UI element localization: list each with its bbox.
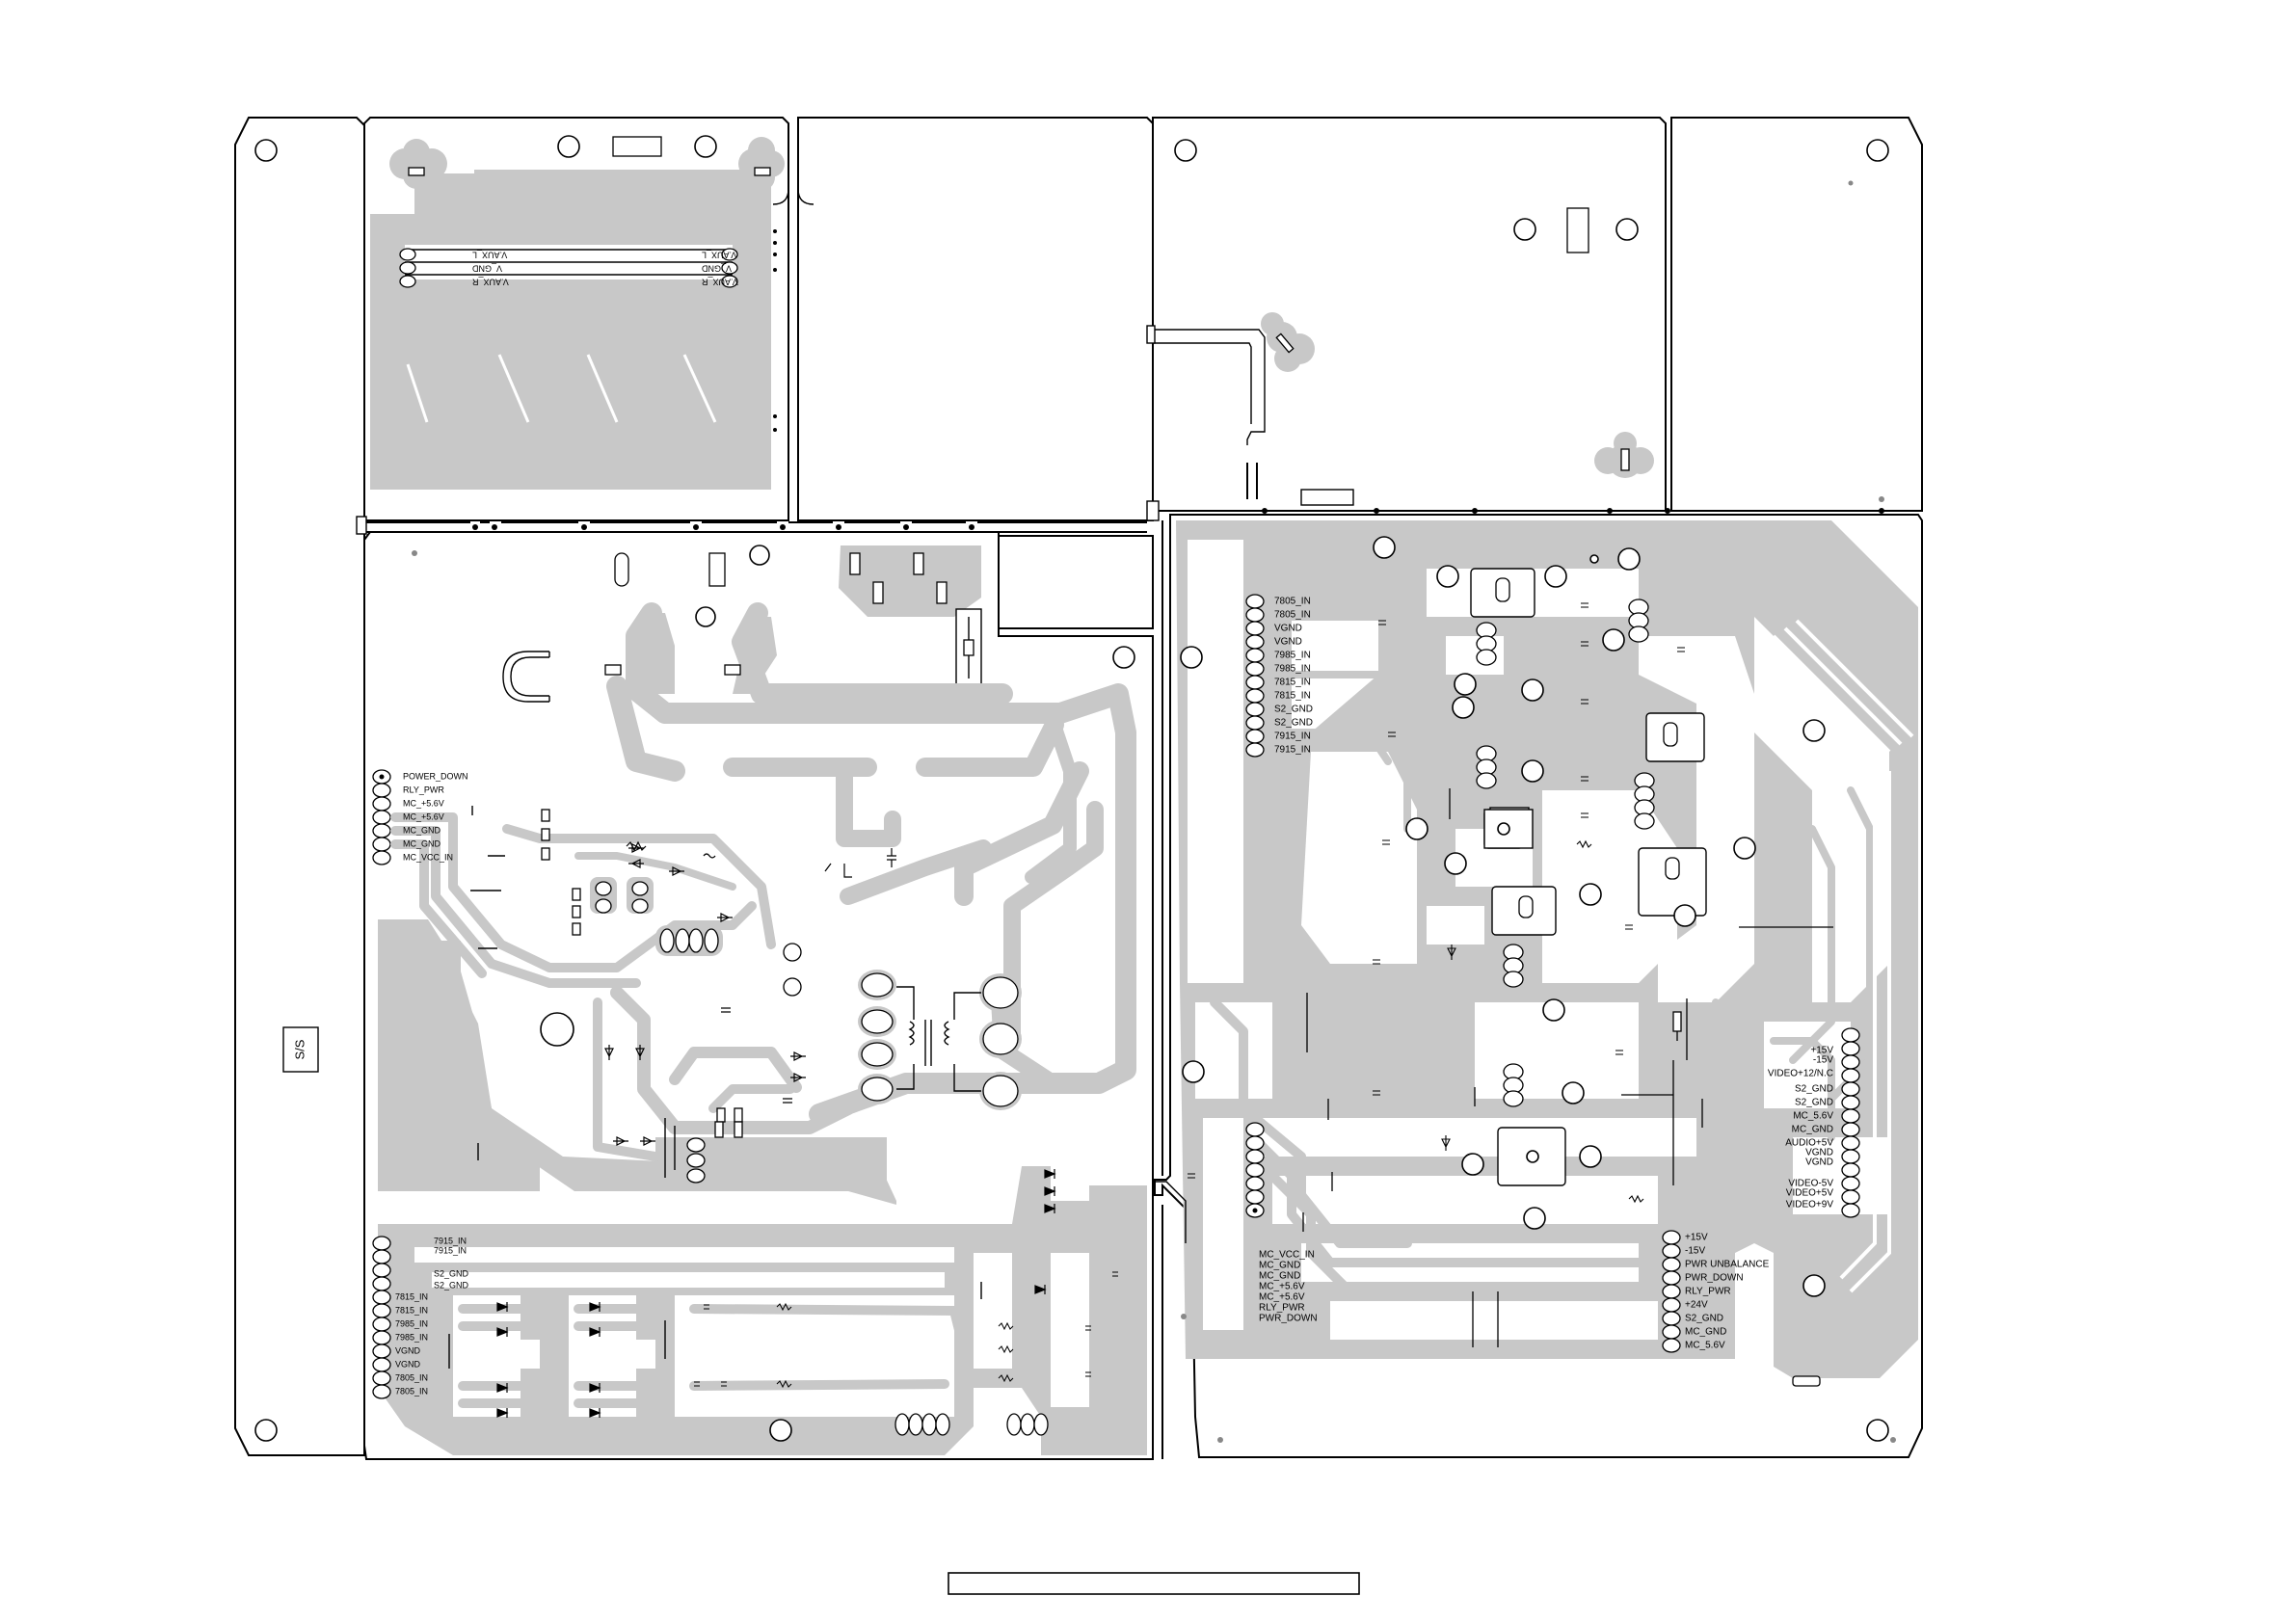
- pin-label: MC_GND: [1259, 1271, 1300, 1282]
- pin-label: 7805_IN: [395, 1386, 428, 1396]
- pin-label: 7985_IN: [1274, 651, 1311, 661]
- pin-label: MC_GND: [1685, 1327, 1726, 1338]
- pin-label: RLY_PWR: [1259, 1303, 1305, 1314]
- pin-label: 7805_IN: [395, 1372, 428, 1382]
- right-pwr-header-labels: +15V -15V PWR UNBALANCE PWR_DOWN RLY_PWR +24V…: [1685, 1233, 1770, 1351]
- pin-label: V.AUX_L: [472, 251, 507, 260]
- right-mc-header-labels: MC_VCC_INMC_GNDMC_GNDMC_+5.6VMC_+5.6VRLY…: [1259, 1250, 1318, 1324]
- pin-label: V.AUX_R: [701, 278, 737, 287]
- pin-label: S2_GND: [1795, 1098, 1833, 1108]
- pin-label: 7915_IN: [434, 1245, 467, 1255]
- left-power-header-pads: [372, 769, 391, 865]
- pin-label: VIDEO+9V: [1786, 1200, 1834, 1211]
- copper-lower-left: [372, 1166, 1147, 1455]
- pin-label: +15V: [1810, 1046, 1833, 1056]
- copper-aux-module: [254, 135, 1889, 490]
- pin-label: 7815_IN: [395, 1305, 428, 1315]
- pin-label: S2_GND: [434, 1280, 469, 1290]
- pin-label: 7915_IN: [1274, 732, 1311, 742]
- pin-label: MC_GND: [1792, 1125, 1833, 1135]
- left-power-header-labels: POWER_DOWN RLY_PWR MC_+5.6V MC_+5.6V MC_GND M…: [403, 771, 468, 862]
- right-reg-header-labels: 7805_IN 7805_IN VGND VGND 7985_IN 7985_IN 7815…: [1274, 597, 1313, 756]
- pin-label: MC_VCC_IN: [1259, 1250, 1315, 1261]
- right-video-header-labels: +15V-15V VIDEO+12/N.C S2_GND S2_GND MC_5.6V M…: [1768, 1046, 1833, 1211]
- copper-right-board: [1176, 520, 1918, 1442]
- pin-label: -15V: [1813, 1055, 1833, 1066]
- aux-left-labels: V.AUX_L V_GND V.AUX_R: [471, 251, 508, 287]
- pin-label: VGND: [1274, 637, 1302, 648]
- right-pwr-header-pads: [1662, 1230, 1681, 1353]
- pin-label: +15V: [1685, 1233, 1708, 1243]
- pin-label: 7985_IN: [395, 1332, 428, 1342]
- pin-label: VGND: [395, 1359, 421, 1369]
- pin-label: MC_GND: [403, 825, 441, 835]
- pin-label: MC_+5.6V: [403, 798, 444, 808]
- pin-label: S2_GND: [434, 1268, 469, 1278]
- pin-label: MC_VCC_IN: [403, 852, 453, 862]
- pin-label: 7815_IN: [395, 1291, 428, 1301]
- pin-label: VGND: [1805, 1148, 1833, 1158]
- pin-label: 7815_IN: [1274, 678, 1311, 688]
- right-reg-header-pads: [1245, 594, 1265, 758]
- pin-label: 7915_IN: [434, 1236, 467, 1245]
- pin-label: VIDEO+5V: [1786, 1188, 1834, 1199]
- pin-label: VGND: [1805, 1157, 1833, 1168]
- pin-label: PWR_DOWN: [1259, 1314, 1318, 1324]
- pin-label: RLY_PWR: [1685, 1287, 1731, 1297]
- pin-label: S2_GND: [1795, 1084, 1833, 1095]
- pin-label: PWR_DOWN: [1685, 1273, 1744, 1284]
- pin-label: MC_+5.6V: [403, 812, 444, 821]
- pin-label: AUDIO+5V: [1785, 1138, 1833, 1149]
- pin-label: V.AUX_R: [471, 278, 508, 287]
- pin-label: RLY_PWR: [403, 785, 444, 794]
- pin-label: VGND: [395, 1345, 421, 1355]
- pin-label: PWR UNBALANCE: [1685, 1260, 1770, 1270]
- pin-label: 7805_IN: [1274, 610, 1311, 621]
- pin-label: MC_+5.6V: [1259, 1292, 1305, 1303]
- pin-label: S2_GND: [1274, 718, 1313, 729]
- left-lower-header-pads: [372, 1236, 391, 1399]
- pin-label: +24V: [1685, 1300, 1708, 1311]
- copper-main-power: [372, 545, 1137, 1442]
- pin-label: V.AUX_L: [702, 251, 736, 260]
- left-lower-header-labels: 7815_IN 7815_IN 7985_IN 7985_IN VGND VGND 7805…: [395, 1291, 428, 1396]
- board-separators: [254, 123, 1922, 1459]
- pin-label: MC_GND: [403, 838, 441, 848]
- pin-label: 7815_IN: [1274, 691, 1311, 702]
- pin-label: MC_5.6V: [1793, 1111, 1833, 1122]
- pin-label: 7805_IN: [1274, 597, 1311, 607]
- pin-label: S2_GND: [1274, 705, 1313, 715]
- pin-label: POWER_DOWN: [403, 771, 468, 781]
- aux-right-labels: V.AUX_L V_GND V.AUX_R: [701, 251, 737, 287]
- pin-label: 7985_IN: [1274, 664, 1311, 675]
- pin-label: 7915_IN: [1274, 745, 1311, 756]
- title-block: [948, 1572, 1360, 1595]
- pin-label: S2_GND: [1685, 1314, 1723, 1324]
- pin-label: V_GND: [472, 264, 503, 274]
- pin-label: MC_5.6V: [1685, 1341, 1725, 1351]
- pin-label: MC_+5.6V: [1259, 1282, 1305, 1292]
- pin-label: V_GND: [702, 264, 733, 274]
- top-right-module-details: [1153, 127, 1854, 478]
- pin-label: VIDEO-5V: [1788, 1179, 1833, 1189]
- pin-label: VIDEO+12/N.C: [1768, 1069, 1833, 1079]
- pin-label: 7985_IN: [395, 1318, 428, 1328]
- pin-label: MC_GND: [1259, 1261, 1300, 1271]
- pin-label: VGND: [1274, 624, 1302, 634]
- ss-mark: S/S: [282, 1026, 319, 1073]
- ss-mark-label: S/S: [292, 1039, 307, 1059]
- pin-label: -15V: [1685, 1246, 1705, 1257]
- right-mc-header-pads: [1245, 1122, 1265, 1218]
- right-video-header-pads: [1841, 1027, 1860, 1218]
